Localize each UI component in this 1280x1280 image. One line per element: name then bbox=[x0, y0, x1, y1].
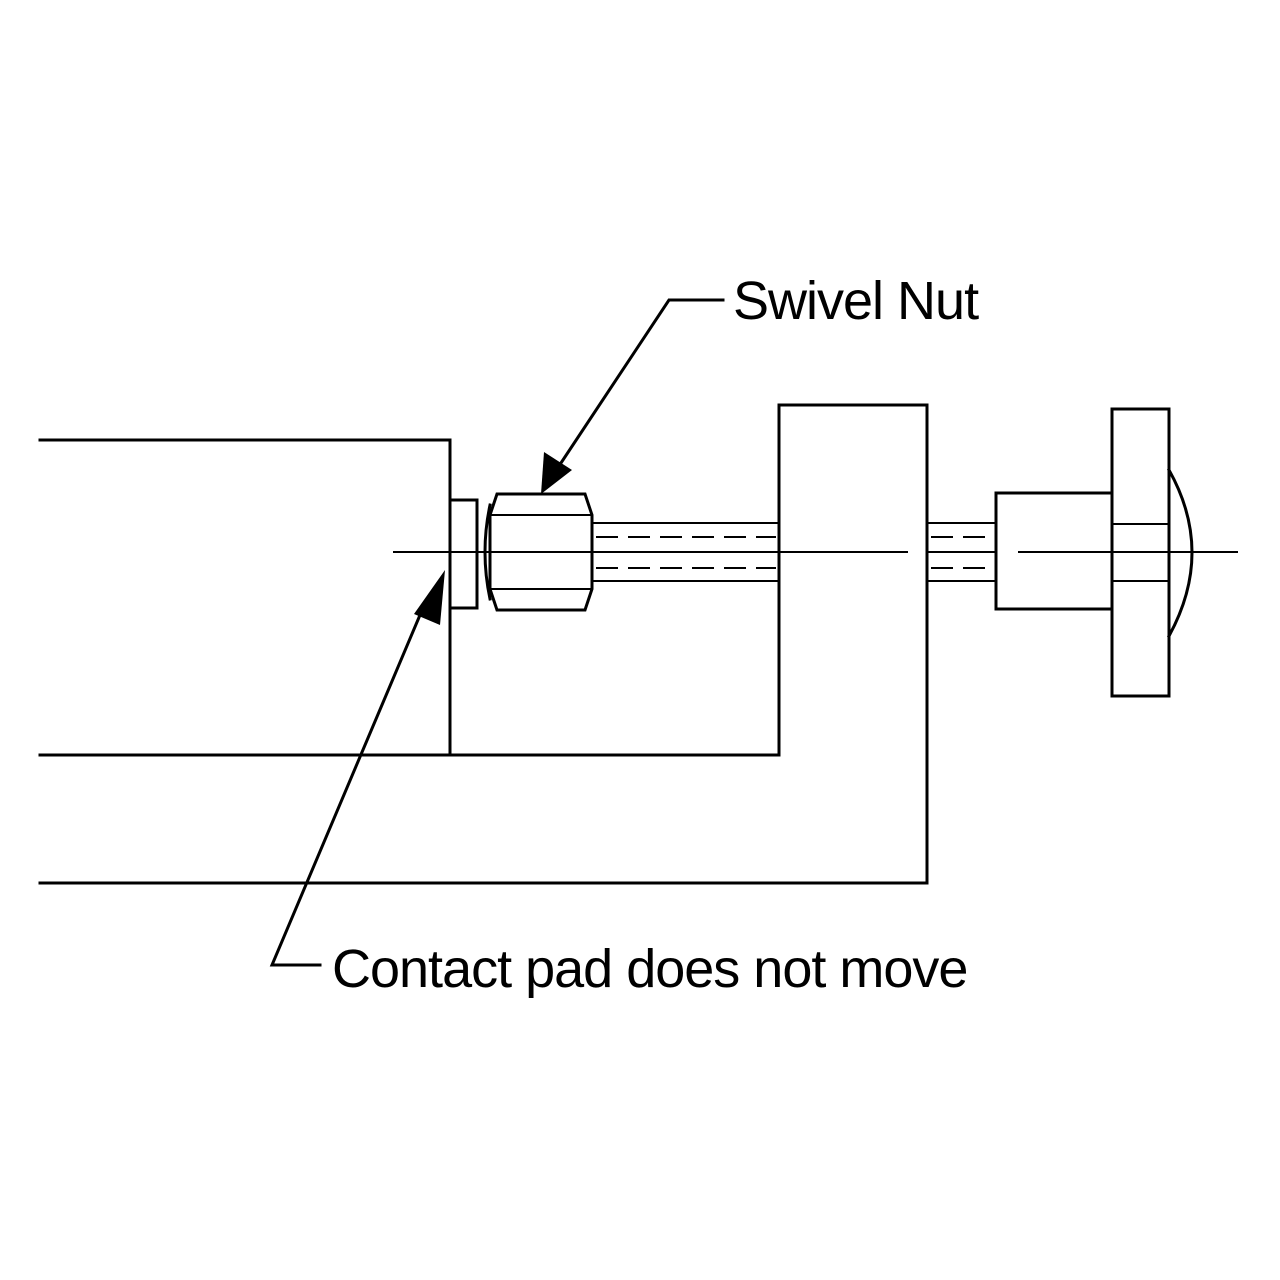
contact-pad bbox=[448, 498, 479, 610]
workpiece-block bbox=[38, 438, 452, 757]
contact-pad-leader bbox=[269, 570, 445, 967]
swivel-nut-leader bbox=[541, 298, 725, 494]
swivel-nut-label: Swivel Nut bbox=[733, 271, 979, 331]
clamp-frame bbox=[38, 403, 929, 885]
screw-thread-right bbox=[927, 522, 996, 582]
contact-pad-label: Contact pad does not move bbox=[332, 939, 968, 999]
screw-thread-left bbox=[592, 522, 779, 582]
